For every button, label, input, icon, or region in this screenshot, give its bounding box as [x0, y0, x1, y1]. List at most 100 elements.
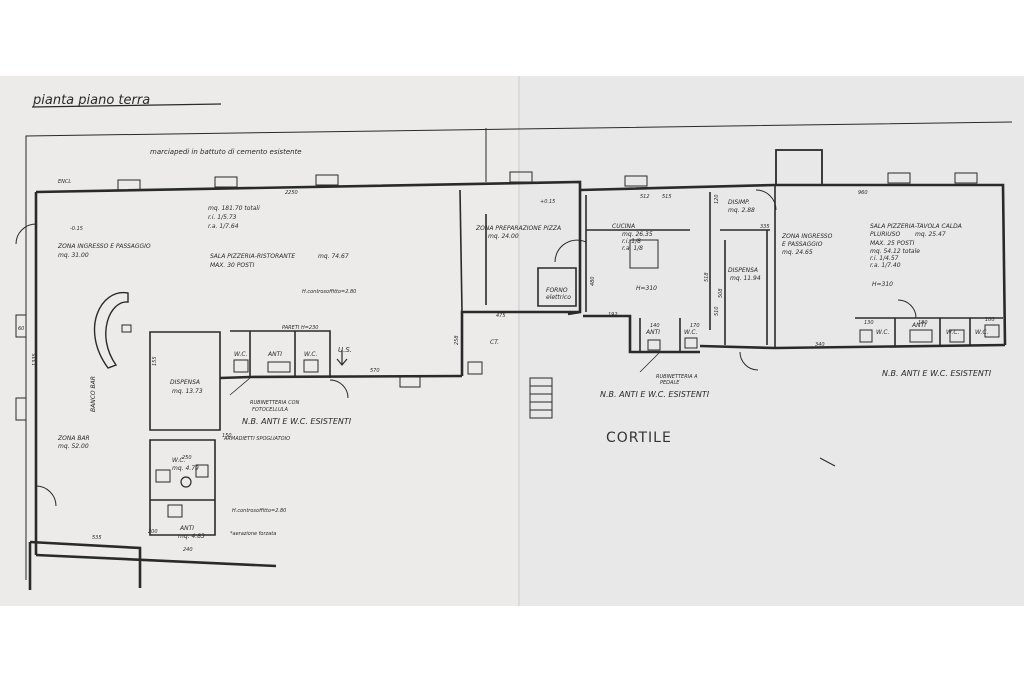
dim-1335: 1335 — [32, 353, 38, 366]
zona-ingresso-left-mq: mq. 31.00 — [58, 252, 89, 259]
controsoffitto-2: H.controsoffitto=2.80 — [232, 508, 286, 514]
dim-570: 570 — [370, 368, 380, 374]
cucina-ri: r.i. 1/8 — [622, 238, 641, 245]
level-minus: -0.15 — [70, 226, 83, 232]
courtyard-mark — [819, 457, 836, 467]
anti-bottom-mq: mq. 4.83 — [178, 533, 205, 540]
dispensa-right-mq: mq. 11.94 — [730, 275, 761, 282]
aerazione: *aerazione forzata — [230, 531, 276, 537]
dim-258: 258 — [454, 335, 460, 345]
anti-left-1: ANTI — [267, 351, 282, 358]
anti-right: ANTI — [911, 322, 926, 329]
dim-240: 240 — [183, 547, 193, 553]
sala-calda-max: MAX. 25 POSTI — [870, 240, 915, 247]
dim-475: 475 — [496, 313, 506, 319]
room-labels: mq. 181.70 totali r.i. 1/5.73 r.a. 1/7.6… — [57, 199, 989, 540]
dim-155: 155 — [152, 356, 158, 366]
dim-150: 150 — [222, 433, 232, 439]
interior-walls — [149, 185, 1003, 536]
wc-left-1: W.C. — [234, 351, 248, 358]
dim-120: 120 — [714, 194, 720, 204]
pluriuso: PLURIUSO — [870, 231, 900, 238]
dim-535: 535 — [92, 535, 102, 541]
leader-line-pedale — [639, 351, 661, 373]
wc-bottom: W.C. — [172, 457, 186, 464]
armadietti: ARMADIETTI SPOGLIATOIO — [223, 436, 290, 442]
banco-bar: BANCO BAR — [90, 376, 97, 412]
h310-kitchen: H=310 — [636, 285, 657, 292]
dim-510: 510 — [714, 306, 720, 316]
dim-340: 340 — [815, 342, 825, 348]
disimp-mq: mq. 2.88 — [728, 207, 755, 214]
title-underline — [31, 103, 222, 108]
dispensa-left-mq: mq. 13.73 — [172, 388, 203, 395]
bar-counter-stool — [121, 324, 132, 333]
sala-calda: SALA PIZZERIA-TAVOLA CALDA — [870, 223, 962, 230]
dim-335: 335 — [760, 224, 770, 230]
sala-pizzeria-mq: mq. 74.67 — [318, 253, 349, 260]
dim-960: 960 — [858, 190, 868, 196]
cucina-mq: mq. 26.35 — [622, 231, 653, 238]
wc-right-2: W.C. — [946, 329, 960, 336]
dim-518: 518 — [704, 272, 710, 282]
dim-140: 140 — [650, 323, 660, 329]
dim-180: 180 — [918, 320, 928, 326]
dim-250: 250 — [182, 455, 192, 461]
rubinetteria-pedale: RUBINETTERIA A — [656, 374, 698, 380]
fotocellula: FOTOCELLULA — [252, 407, 288, 413]
ct-label: CT. — [490, 339, 499, 346]
dim-480: 480 — [590, 276, 596, 286]
controsoffitto-1: H.controsoffitto=2.80 — [302, 289, 356, 295]
leader-line-rubinetteria — [229, 377, 251, 396]
wc-bottom-mq: mq. 4.79 — [172, 465, 199, 472]
anti-center: ANTI — [645, 329, 660, 336]
h310-right: H=310 — [872, 281, 893, 288]
pareti-label: PARETI H=230 — [282, 325, 318, 331]
dim-515: 515 — [662, 194, 672, 200]
wc-center: W.C. — [684, 329, 698, 336]
zona-ingresso-right-2: E PASSAGGIO — [782, 241, 823, 248]
rubinetteria-foto: RUBINETTERIA CON — [250, 400, 300, 406]
dispensa-right: DISPENSA — [728, 267, 758, 274]
zona-ingresso-left: ZONA INGRESSO E PASSAGGIO — [57, 243, 151, 250]
sala-calda-tot: mq. 54.12 totale — [870, 248, 920, 255]
courtyard-label: CORTILE — [606, 430, 672, 446]
dim-2250: 2250 — [285, 190, 298, 196]
door-swings — [15, 189, 917, 507]
dim-170: 170 — [690, 323, 700, 329]
sala-pizzeria-max: MAX. 30 POSTI — [210, 262, 255, 269]
stairs — [529, 377, 553, 419]
zona-prep: ZONA PREPARAZIONE PIZZA — [475, 225, 561, 232]
wc-right-1: W.C. — [876, 329, 890, 336]
cucina-ra: r.a. 1/8 — [622, 245, 643, 252]
dispensa-left: DISPENSA — [170, 379, 200, 386]
sidewalk-note: marciapedi in battuto di cemento esisten… — [150, 148, 302, 156]
dim-508: 508 — [718, 288, 724, 298]
zona-bar: ZONA BAR — [57, 435, 90, 442]
zona-bar-mq: mq. 52.00 — [58, 443, 89, 450]
dim-512: 512 — [640, 194, 650, 200]
dim-192: 192 — [608, 312, 618, 318]
wc-right-3: W.C. — [975, 329, 989, 336]
windows — [15, 171, 978, 421]
plan-title: pianta piano terra — [32, 93, 150, 108]
sanitary-fixtures — [155, 239, 1000, 518]
anti-bottom: ANTI — [179, 525, 194, 532]
sala-calda-ri: r.i. 1/4.57 — [870, 255, 899, 262]
nb-note-left: N.B. ANTI E W.C. ESISTENTI — [242, 417, 352, 426]
annotations: H.controsoffitto=2.80 PARETI H=230 RUBIN… — [58, 179, 698, 537]
dim-130: 130 — [864, 320, 874, 326]
zona-ingresso-right: ZONA INGRESSO — [781, 233, 833, 240]
pluriuso-mq: mq. 25.47 — [915, 231, 946, 238]
paper-right-half — [520, 76, 1024, 606]
dim-60: 60 — [18, 326, 24, 332]
courtyard-entry-box — [775, 149, 823, 186]
sala-pizzeria: SALA PIZZERIA-RISTORANTE — [210, 253, 295, 260]
sala-ra: r.a. 1/7.64 — [208, 223, 239, 230]
level-plus: +0.15 — [540, 199, 555, 205]
encl-label: ENCL — [58, 179, 71, 185]
zona-ingresso-right-mq: mq. 24.65 — [782, 249, 813, 256]
disimp: DISIMP. — [728, 199, 750, 206]
accessible-wc-icon — [180, 476, 192, 488]
pedale: PEDALE — [660, 380, 680, 386]
